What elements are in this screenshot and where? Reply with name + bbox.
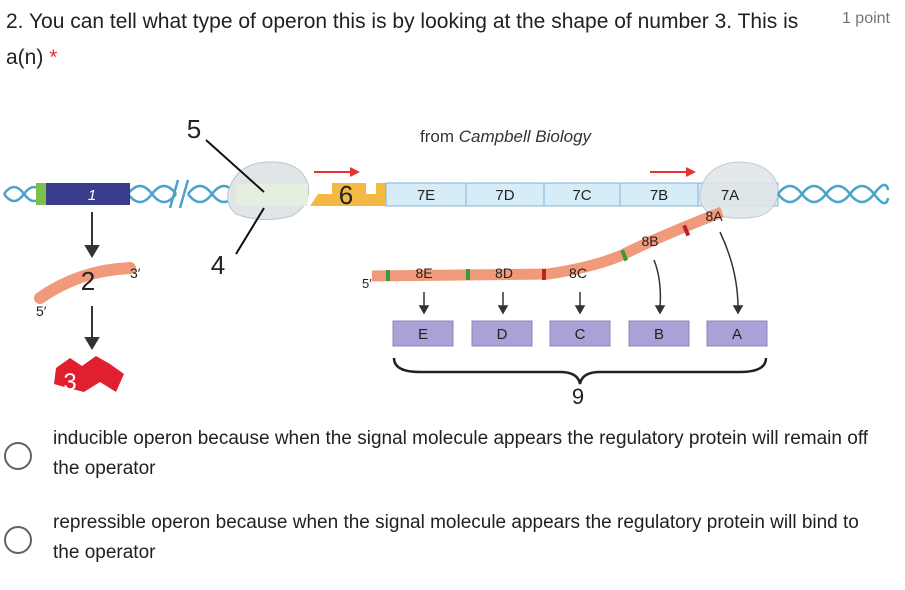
operator-region xyxy=(310,183,376,206)
protein-label-b: B xyxy=(654,326,664,343)
protein-boxes: E D C B A xyxy=(392,320,768,347)
mrna-label-8b: 8B xyxy=(641,233,658,249)
protein-label-e: E xyxy=(418,326,428,343)
caption-prefix: from xyxy=(420,127,459,146)
question-title: 2. You can tell what type of operon this… xyxy=(6,4,806,76)
pointer-line-5 xyxy=(205,139,265,193)
radio-repressible[interactable] xyxy=(4,526,32,554)
label-3: 3 xyxy=(63,369,76,396)
regulatory-gene-box xyxy=(44,183,130,205)
label-1: 1 xyxy=(88,187,96,204)
gene1-start xyxy=(36,183,46,205)
required-asterisk: * xyxy=(49,46,58,69)
grouping-brace xyxy=(392,357,768,385)
question-text: 2. You can tell what type of operon this… xyxy=(6,10,799,69)
arrow-mrna-to-repressor xyxy=(84,306,100,350)
label-5prime-left: 5′ xyxy=(36,303,47,319)
mrna-label-8c: 8C xyxy=(569,265,587,281)
polycistronic-mrna xyxy=(371,206,724,282)
gene-label-7d: 7D xyxy=(495,187,514,204)
transcription-arrow-right xyxy=(650,167,696,177)
label-4: 4 xyxy=(211,250,225,280)
mrna-markers xyxy=(386,224,691,281)
option-label-repressible: repressible operon because when the sign… xyxy=(53,512,859,563)
gene-label-7c: 7C xyxy=(572,187,591,204)
operator-edge xyxy=(376,183,386,206)
mrna-label-8a: 8A xyxy=(705,208,723,224)
dna-helix-right xyxy=(777,183,890,205)
label-9: 9 xyxy=(572,384,584,409)
mrna-label-8e: 8E xyxy=(415,265,432,281)
figure-caption: from Campbell Biology xyxy=(420,127,593,146)
rna-polymerase-right xyxy=(699,161,779,219)
protein-box-d xyxy=(471,320,533,347)
protein-box-a xyxy=(706,320,768,347)
protein-label-c: C xyxy=(575,326,586,343)
label-6: 6 xyxy=(339,180,353,210)
protein-box-c xyxy=(549,320,611,347)
regulatory-mrna xyxy=(34,262,136,304)
operon-diagram: 1 2 3′ 5′ 3 5 4 6 from Campbell Biology … xyxy=(2,114,890,409)
label-5prime-mrna: 5′ xyxy=(362,276,372,291)
gene-label-7e: 7E xyxy=(417,187,435,204)
protein-label-a: A xyxy=(732,326,742,343)
radio-inducible[interactable] xyxy=(4,442,32,470)
caption-source: Campbell Biology xyxy=(459,127,593,146)
label-3prime: 3′ xyxy=(130,265,141,281)
option-label-inducible: inducible operon because when the signal… xyxy=(53,428,869,479)
gene-label-7b: 7B xyxy=(650,187,668,204)
points-label: 1 point xyxy=(841,10,890,27)
label-2: 2 xyxy=(81,266,95,296)
protein-box-b xyxy=(628,320,690,347)
pointer-line-4 xyxy=(235,207,265,255)
label-5: 5 xyxy=(187,114,201,144)
option-repressible[interactable]: repressible operon because when the sign… xyxy=(0,508,905,568)
repressor-protein xyxy=(54,356,124,392)
promoter-region xyxy=(236,184,308,206)
protein-box-e xyxy=(392,320,454,347)
operon-figure: 1 2 3′ 5′ 3 5 4 6 from Campbell Biology … xyxy=(0,100,905,420)
mrna-label-8d: 8D xyxy=(495,265,513,281)
protein-label-d: D xyxy=(497,326,508,343)
translation-arrows xyxy=(418,231,744,315)
transcription-arrow-left xyxy=(314,167,360,177)
option-inducible[interactable]: inducible operon because when the signal… xyxy=(0,424,905,484)
gene-label-7a: 7A xyxy=(721,187,739,204)
arrow-gene-to-mrna xyxy=(84,212,100,258)
dna-break-marks xyxy=(168,179,190,209)
